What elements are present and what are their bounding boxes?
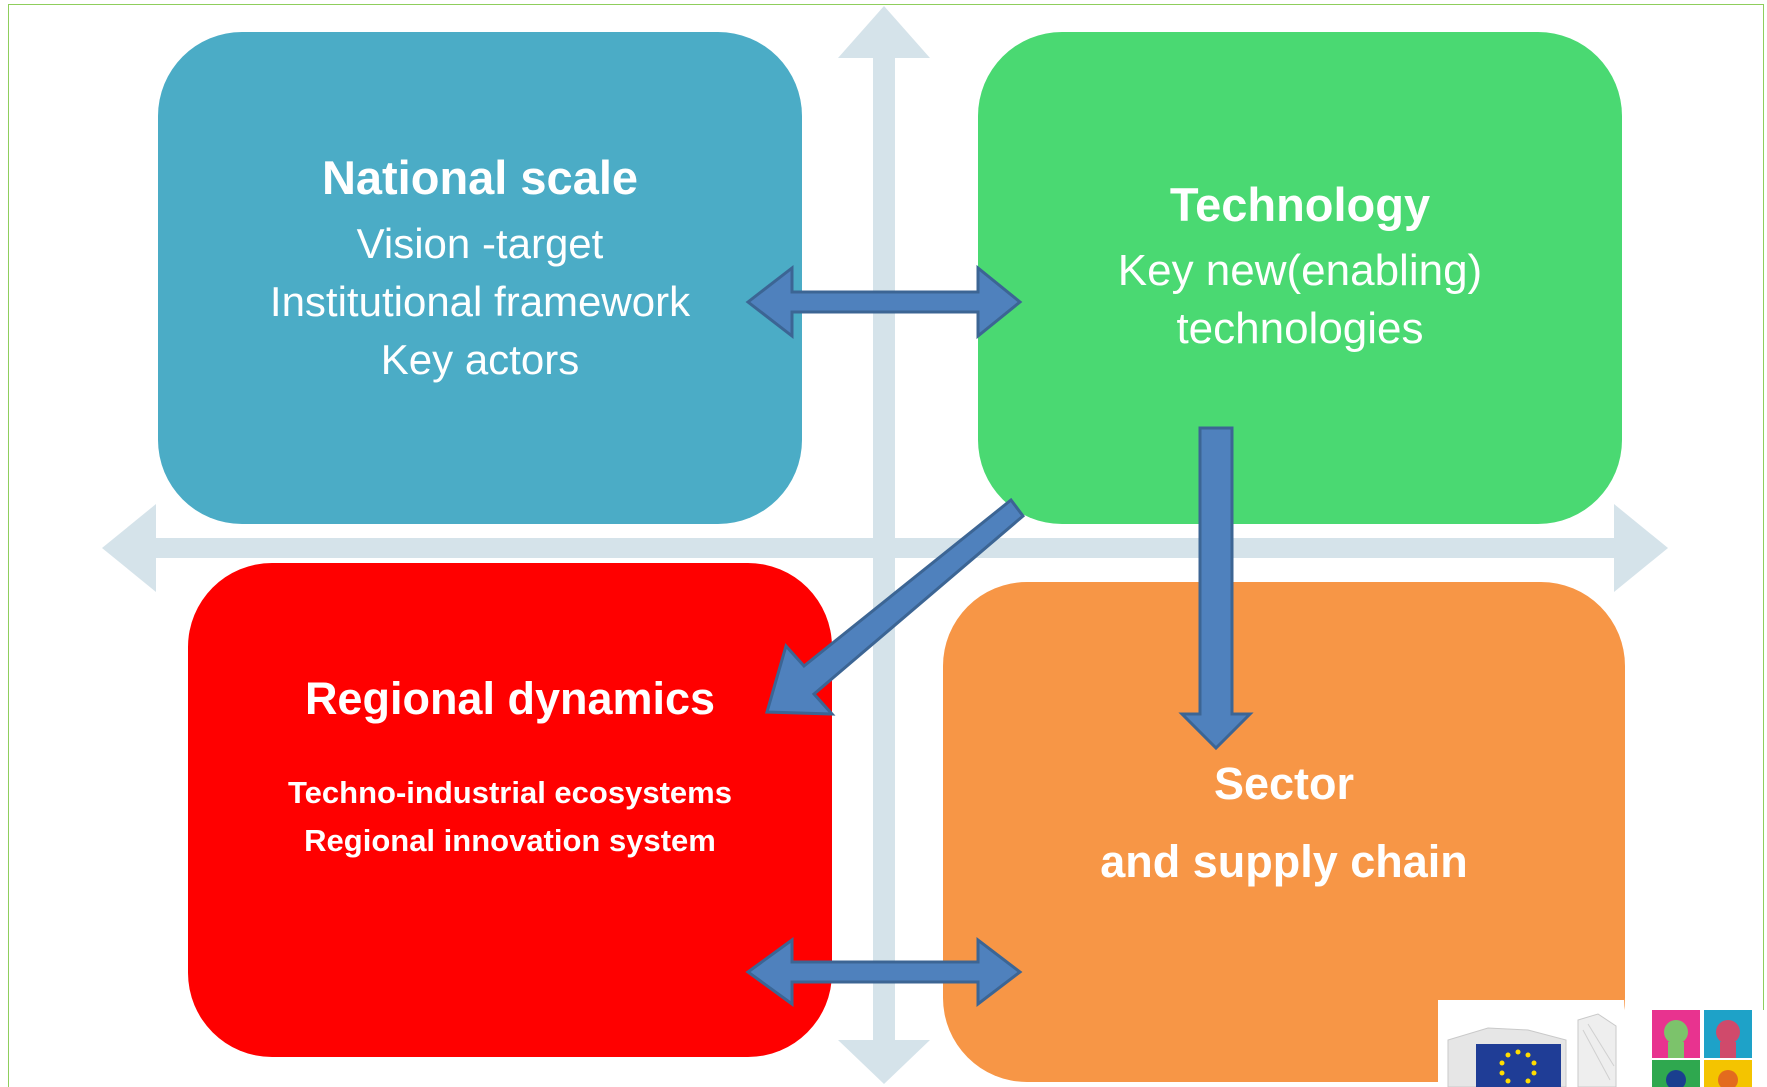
arrow-technology-sector — [1178, 426, 1254, 751]
national-scale-item: Vision -target — [356, 220, 604, 267]
european-commission-logo — [1438, 1000, 1624, 1087]
technology-box: Technology Key new(enabling) technologie… — [978, 32, 1622, 524]
double-arrow-national-technology — [745, 264, 1023, 340]
technology-title: Technology — [1169, 178, 1431, 231]
national-scale-title: National scale — [321, 151, 639, 204]
regional-dynamics-item: Techno-industrial ecosystems — [288, 775, 732, 810]
axis-arrowhead-up — [838, 6, 930, 58]
axis-horizontal — [102, 504, 1668, 592]
axis-arrowhead-down — [838, 1040, 930, 1084]
eu-stars-icon — [1499, 1049, 1537, 1084]
sector-box: Sector and supply chain — [943, 582, 1625, 1082]
national-scale-items: Vision -target Institutional framework K… — [270, 215, 690, 389]
sector-subtitle: and supply chain — [1100, 836, 1468, 887]
regional-dynamics-item: Regional innovation system — [304, 823, 716, 858]
axis-arrowhead-left — [102, 504, 156, 592]
axis-arrowhead-right — [1614, 504, 1668, 592]
national-scale-item: Institutional framework — [269, 278, 691, 325]
sector-title: Sector — [1213, 758, 1355, 809]
double-arrow-regional-sector — [745, 936, 1023, 1008]
technology-item: technologies — [1176, 304, 1424, 353]
technology-item: Key new(enabling) — [1117, 246, 1483, 295]
slide-frame — [8, 4, 1764, 1087]
logos-area — [1438, 1000, 1767, 1087]
regional-dynamics-title: Regional dynamics — [304, 673, 716, 724]
portrait-mosaic-logo — [1652, 1010, 1767, 1087]
national-scale-item: Key actors — [380, 336, 580, 383]
national-scale-box: National scale Vision -target Institutio… — [158, 32, 802, 524]
arrow-technology-regional — [765, 497, 1026, 716]
technology-items: Key new(enabling) technologies — [1118, 242, 1482, 358]
regional-dynamics-items: Techno-industrial ecosystems Regional in… — [288, 769, 732, 865]
regional-dynamics-box: Regional dynamics Techno-industrial ecos… — [188, 563, 832, 1057]
